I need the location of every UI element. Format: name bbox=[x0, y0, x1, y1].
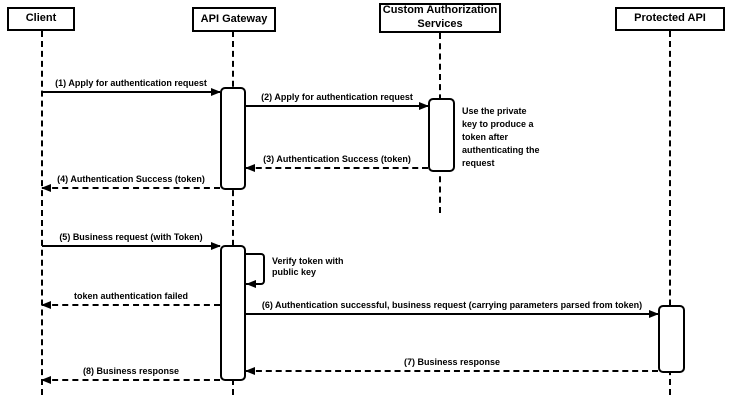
message-2-label: (2) Apply for authentication request bbox=[261, 92, 413, 102]
message-2-apply-authentication: (2) Apply for authentication request bbox=[246, 92, 429, 110]
arrowhead-left-icon bbox=[245, 164, 255, 172]
lifeline-protected-api bbox=[669, 31, 671, 395]
message-3-label: (3) Authentication Success (token) bbox=[263, 154, 411, 164]
message-5-business-request: (5) Business request (with Token) bbox=[42, 232, 221, 250]
arrowhead-left-icon bbox=[41, 184, 51, 192]
message-4-arrow bbox=[41, 184, 220, 192]
message-1-label: (1) Apply for authentication request bbox=[55, 78, 207, 88]
message-7-label: (7) Business response bbox=[403, 357, 501, 367]
message-5-label: (5) Business request (with Token) bbox=[59, 232, 203, 242]
message-2-arrow bbox=[246, 102, 429, 110]
note-private-key-annotation: Use the private key to produce a token a… bbox=[462, 106, 540, 168]
lifeline-api-gateway bbox=[232, 31, 234, 395]
message-token-failed-arrow bbox=[41, 301, 220, 309]
message-6-label: (6) Authentication successful, business … bbox=[261, 300, 643, 310]
message-8-label: (8) Business response bbox=[82, 366, 180, 376]
message-3-authentication-success: (3) Authentication Success (token) bbox=[245, 154, 428, 172]
arrowhead-right-icon bbox=[211, 88, 221, 96]
lifeline-client bbox=[41, 31, 43, 395]
message-1-arrow bbox=[42, 88, 221, 96]
arrowhead-right-icon bbox=[649, 310, 659, 318]
actor-custom-authorization-services-label: Custom Authorization Services bbox=[382, 4, 498, 30]
arrowhead-right-icon bbox=[211, 242, 221, 250]
message-4-authentication-success: (4) Authentication Success (token) bbox=[41, 174, 220, 192]
message-1-apply-authentication: (1) Apply for authentication request bbox=[42, 78, 221, 96]
message-8-business-response: (8) Business response bbox=[41, 366, 220, 384]
message-token-failed-label: token authentication failed bbox=[73, 291, 188, 301]
message-6-arrow bbox=[246, 310, 659, 318]
arrowhead-left-icon bbox=[41, 376, 51, 384]
message-token-authentication-failed: token authentication failed bbox=[41, 291, 220, 309]
arrowhead-left-icon bbox=[41, 301, 51, 309]
actor-protected-api-label: Protected API bbox=[634, 12, 706, 25]
arrowhead-left-icon bbox=[246, 280, 256, 288]
actor-custom-authorization-services: Custom Authorization Services bbox=[379, 3, 501, 33]
message-5-arrow bbox=[42, 242, 221, 250]
activation-api-gateway-authentication bbox=[220, 87, 246, 190]
arrowhead-left-icon bbox=[245, 367, 255, 375]
actor-client: Client bbox=[7, 7, 75, 31]
actor-api-gateway-label: API Gateway bbox=[200, 12, 268, 25]
message-4-label: (4) Authentication Success (token) bbox=[57, 174, 205, 184]
message-6-authentication-successful-business-request: (6) Authentication successful, business … bbox=[246, 300, 659, 318]
message-3-arrow bbox=[245, 164, 428, 172]
self-message-verify-token-label: Verify token with public key bbox=[272, 256, 344, 277]
message-7-arrow bbox=[245, 367, 658, 375]
activation-protected-api bbox=[658, 305, 685, 373]
activation-api-gateway-business bbox=[220, 245, 246, 381]
actor-client-label: Client bbox=[25, 12, 57, 25]
message-8-arrow bbox=[41, 376, 220, 384]
arrowhead-right-icon bbox=[419, 102, 429, 110]
message-7-business-response: (7) Business response bbox=[245, 357, 658, 375]
actor-api-gateway: API Gateway bbox=[192, 7, 276, 32]
activation-custom-authorization-services bbox=[428, 98, 455, 172]
actor-protected-api: Protected API bbox=[615, 7, 725, 31]
